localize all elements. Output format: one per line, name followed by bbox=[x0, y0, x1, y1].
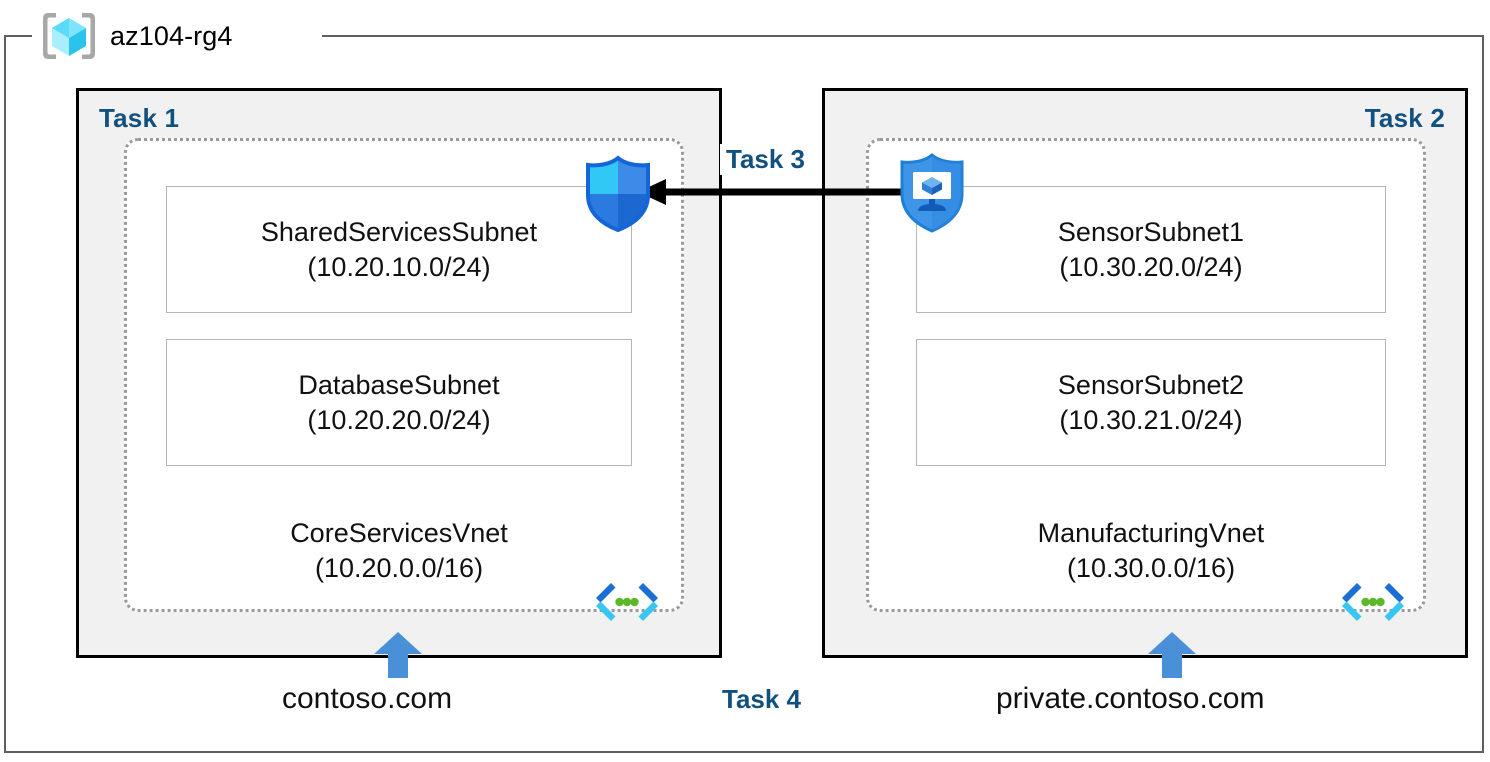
task-label-2: Task 2 bbox=[1364, 103, 1445, 133]
dns-link-arrow-left bbox=[374, 632, 422, 678]
vnet-cidr: (10.20.0.0/16) bbox=[314, 553, 484, 584]
vnet-caption-coreservices: CoreServicesVnet (10.20.0.0/16) bbox=[164, 516, 634, 586]
subnet-cidr: (10.20.10.0/24) bbox=[307, 251, 491, 282]
dns-zone-name-contoso: contoso.com bbox=[282, 682, 453, 715]
vnet-caption-manufacturing: ManufacturingVnet (10.30.0.0/16) bbox=[916, 516, 1386, 586]
subnet-name: DatabaseSubnet bbox=[298, 369, 500, 400]
subnet-name: SharedServicesSubnet bbox=[260, 216, 538, 247]
vnet-name: CoreServicesVnet bbox=[290, 518, 508, 548]
subnet-database: DatabaseSubnet (10.20.20.0/24) bbox=[166, 339, 632, 466]
task-label-4: Task 4 bbox=[722, 684, 802, 714]
vnet-cidr: (10.30.0.0/16) bbox=[1066, 553, 1236, 584]
subnet-cidr: (10.30.20.0/24) bbox=[1059, 251, 1243, 282]
vnet-peering-arrow bbox=[638, 179, 904, 205]
virtual-network-icon bbox=[596, 583, 658, 621]
vnet-name: ManufacturingVnet bbox=[1037, 518, 1265, 548]
resource-group-frame bbox=[4, 35, 1484, 753]
subnet-cidr: (10.20.20.0/24) bbox=[307, 404, 491, 435]
subnet-sensor2: SensorSubnet2 (10.30.21.0/24) bbox=[916, 339, 1386, 466]
resource-group-cube-icon bbox=[43, 13, 95, 59]
security-shield-vm-icon bbox=[900, 153, 964, 233]
resource-group-header: az104-rg4 bbox=[40, 8, 232, 64]
virtual-network-icon bbox=[1342, 583, 1404, 621]
resource-group-name: az104-rg4 bbox=[110, 20, 233, 51]
subnet-sharedservices: SharedServicesSubnet (10.20.10.0/24) bbox=[166, 186, 632, 313]
network-security-group-shield-icon bbox=[586, 155, 650, 233]
subnet-name: SensorSubnet2 bbox=[1057, 369, 1245, 400]
task-label-1: Task 1 bbox=[99, 103, 180, 133]
subnet-cidr: (10.30.21.0/24) bbox=[1059, 404, 1243, 435]
dns-link-arrow-right bbox=[1148, 632, 1196, 678]
dns-zone-name-private-contoso: private.contoso.com bbox=[996, 682, 1265, 715]
subnet-sensor1: SensorSubnet1 (10.30.20.0/24) bbox=[916, 186, 1386, 313]
task-label-3: Task 3 bbox=[720, 144, 812, 175]
subnet-name: SensorSubnet1 bbox=[1057, 216, 1245, 247]
